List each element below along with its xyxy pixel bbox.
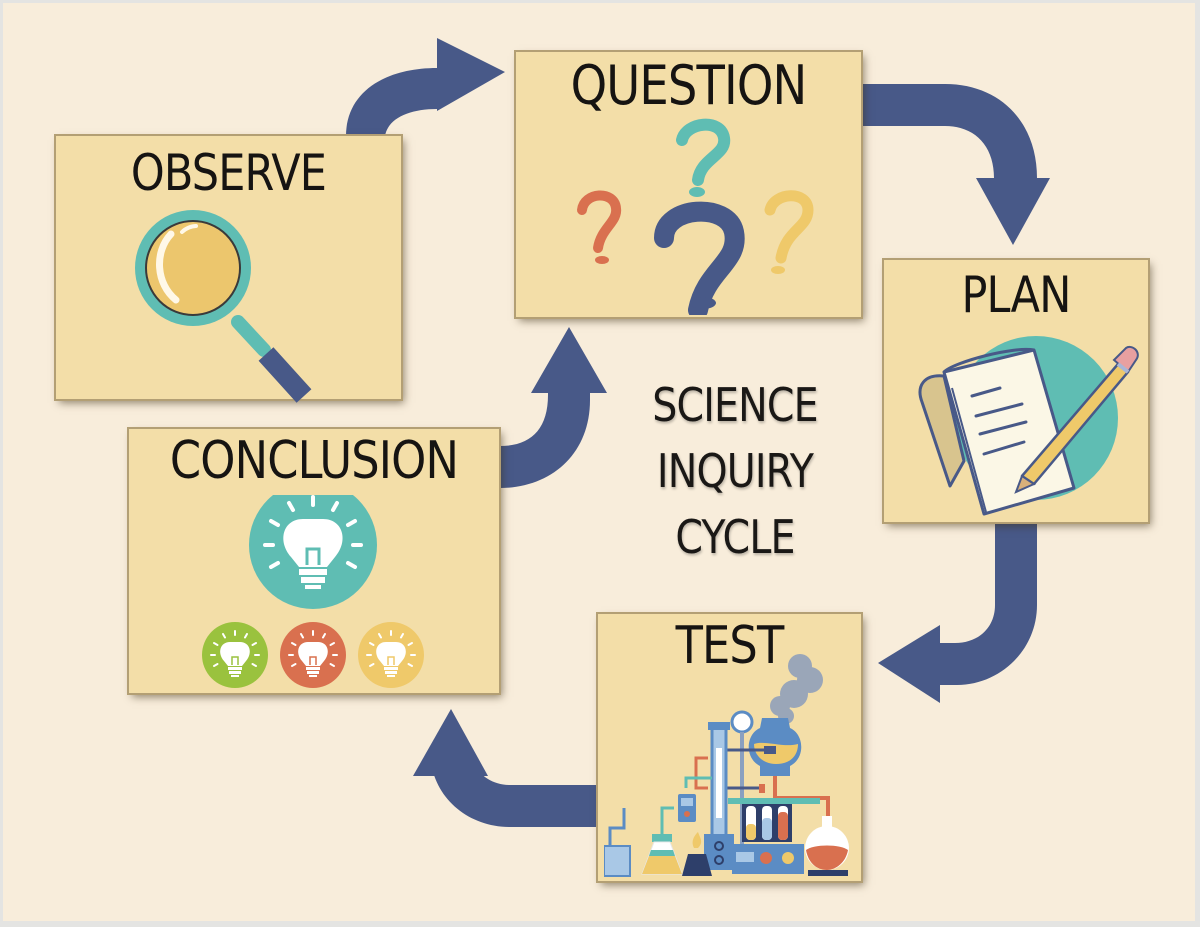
stage-card-plan: PLAN xyxy=(884,260,1148,522)
stage-label-conclusion: CONCLUSION xyxy=(169,431,459,491)
arrow-plan-to-test xyxy=(878,523,1037,703)
stage-card-observe: OBSERVE xyxy=(56,136,401,403)
notepad-pencil-icon xyxy=(918,336,1139,516)
question-dot xyxy=(690,297,716,309)
arrow-test-to-conclusion xyxy=(413,709,598,827)
diagram-title: SCIENCE INQUIRY CYCLE xyxy=(619,372,851,570)
question-marks-icon xyxy=(577,118,814,315)
stage-label-observe: OBSERVE xyxy=(130,144,327,202)
stage-card-question: QUESTION xyxy=(516,52,861,317)
arrow-question-to-plan xyxy=(862,84,1050,245)
stage-label-plan: PLAN xyxy=(961,266,1071,324)
stage-card-conclusion: CONCLUSION xyxy=(129,429,499,693)
arrow-observe-to-question xyxy=(346,38,505,136)
stage-label-test: TEST xyxy=(675,616,785,676)
arrow-conclusion-to-question xyxy=(500,327,607,488)
stage-label-question: QUESTION xyxy=(570,54,808,117)
stage-card-test: TEST xyxy=(598,614,861,881)
title-line-2: INQUIRY xyxy=(656,444,814,498)
title-line-3: CYCLE xyxy=(675,510,795,564)
title-line-1: SCIENCE xyxy=(652,378,818,432)
lab-equipment-icon xyxy=(604,654,849,877)
lightbulb-icon-group xyxy=(202,495,424,688)
magnifying-glass-icon xyxy=(135,210,312,403)
